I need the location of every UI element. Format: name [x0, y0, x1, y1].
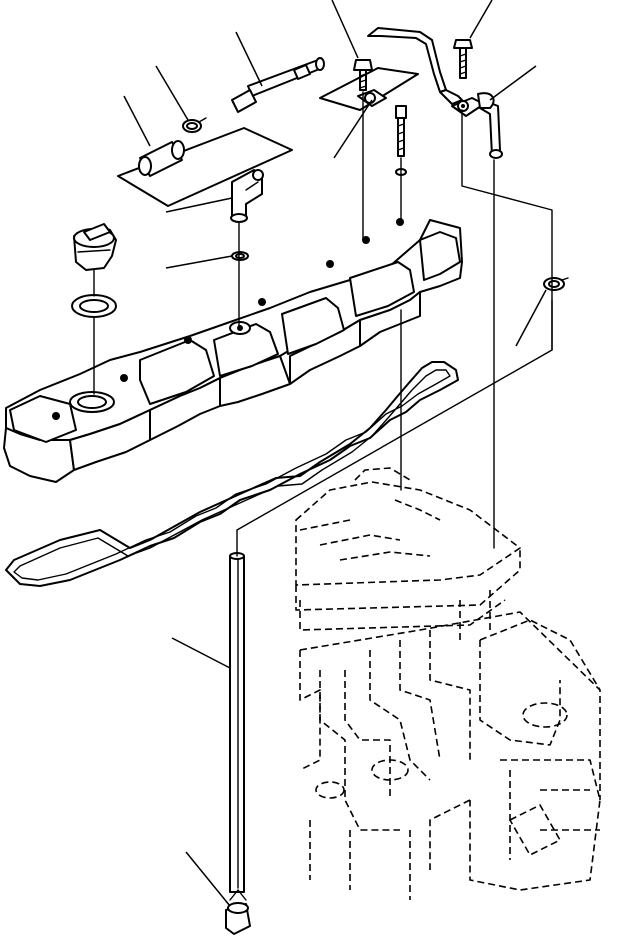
tube-bracket — [319, 67, 419, 111]
breather-tube-fitting — [231, 57, 325, 113]
leader-lines — [123, 0, 547, 907]
valve-cover — [3, 218, 463, 483]
drain-tube — [229, 552, 245, 893]
oil-filler-cap — [73, 223, 117, 271]
filler-cap-gasket — [71, 294, 117, 318]
o-ring-seal — [231, 251, 249, 261]
short-hose — [117, 127, 293, 207]
breather-tube-hose — [367, 27, 503, 159]
hose-clamp — [182, 117, 207, 133]
elbow-fitting — [230, 169, 264, 223]
p-clamp — [451, 92, 495, 117]
hose-clip — [543, 277, 569, 291]
cylinder-head-dashed — [295, 467, 601, 900]
valve-cover-gasket — [5, 361, 459, 587]
bracket-bolt — [453, 39, 473, 79]
assembly-lines — [93, 91, 553, 557]
tube-end-fitting — [225, 889, 251, 935]
